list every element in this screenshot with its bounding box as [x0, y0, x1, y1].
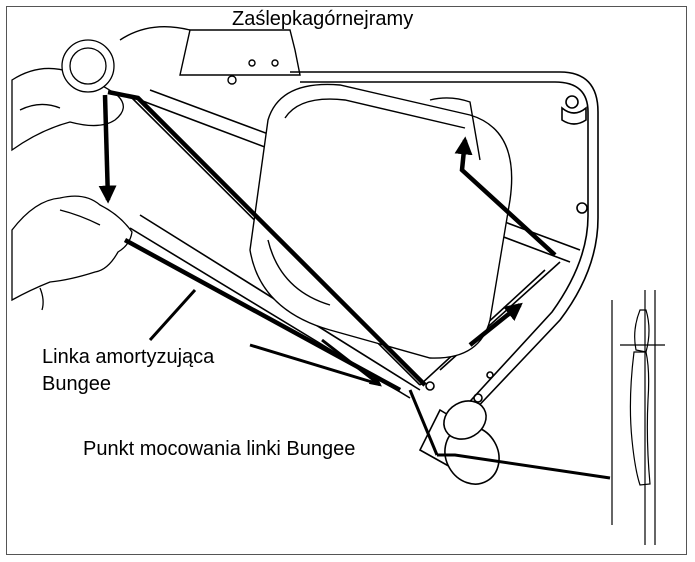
- bungee-detail-inset: [611, 290, 665, 545]
- attachment-point-label: Punkt mocowania linki Bungee: [83, 438, 356, 460]
- roller-wheel: [418, 400, 500, 485]
- diagram-frame: [6, 6, 687, 555]
- leader-lines: [148, 288, 611, 480]
- hand-top: [11, 39, 124, 152]
- top-cap-label: Zaślepkagórnejramy: [232, 8, 414, 30]
- bungee-cord-label-line1: Linka amortyzująca: [42, 346, 215, 368]
- adjustment-knob: [561, 95, 587, 125]
- seat-cushion: [249, 83, 513, 359]
- hand-lower: [11, 195, 133, 311]
- bungee-cord-label-line2: Bungee: [42, 373, 111, 395]
- top-frame-plate: [119, 25, 301, 85]
